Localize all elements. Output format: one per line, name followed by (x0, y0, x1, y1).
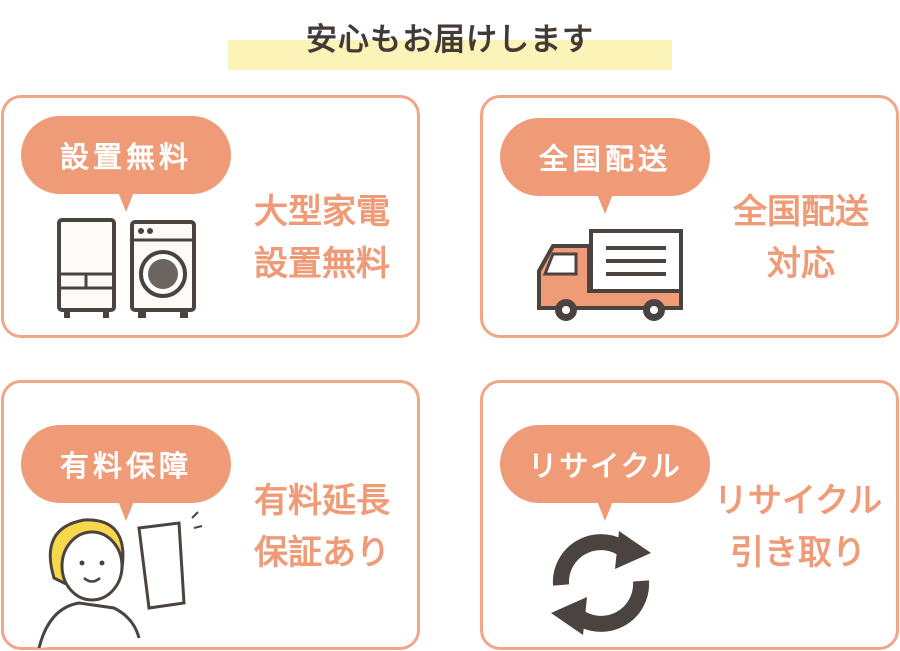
card-description: 大型家電 設置無料 (232, 186, 412, 290)
card-delivery: 全国配送 全国配送 対応 (480, 95, 899, 338)
description-line: 全国配送 (733, 192, 869, 232)
speech-bubble: 有料保障 (21, 425, 231, 521)
description-line: 引き取り (730, 533, 866, 573)
card-recycle: リサイクル リサイクル 引き取り (480, 380, 899, 650)
heading-highlight (228, 40, 672, 70)
recycle-arrows-icon (551, 531, 651, 635)
speech-bubble: リサイクル (500, 425, 710, 521)
description-line: 保証あり (254, 533, 390, 573)
description-line: 設置無料 (254, 244, 390, 284)
card-description: 有料延長 保証あり (232, 475, 412, 579)
description-line: 対応 (767, 244, 835, 284)
refrigerator-washer-icon (57, 218, 196, 318)
description-line: リサイクル (713, 481, 883, 521)
truck-icon (537, 229, 683, 321)
speech-bubble: 全国配送 (500, 118, 710, 214)
speech-bubble: 設置無料 (21, 116, 231, 212)
card-installation: 設置無料 大型家電 設置無料 (1, 95, 420, 338)
section-heading: 安心もお届けします (228, 6, 672, 70)
heading-text: 安心もお届けします (306, 22, 594, 58)
person-document-icon (37, 511, 203, 648)
card-description: リサイクル 引き取り (703, 475, 893, 579)
card-description: 全国配送 対応 (711, 186, 891, 290)
card-warranty: 有料保障 有料延長 保証あり (1, 380, 420, 650)
description-line: 有料延長 (254, 481, 390, 521)
description-line: 大型家電 (254, 192, 390, 232)
